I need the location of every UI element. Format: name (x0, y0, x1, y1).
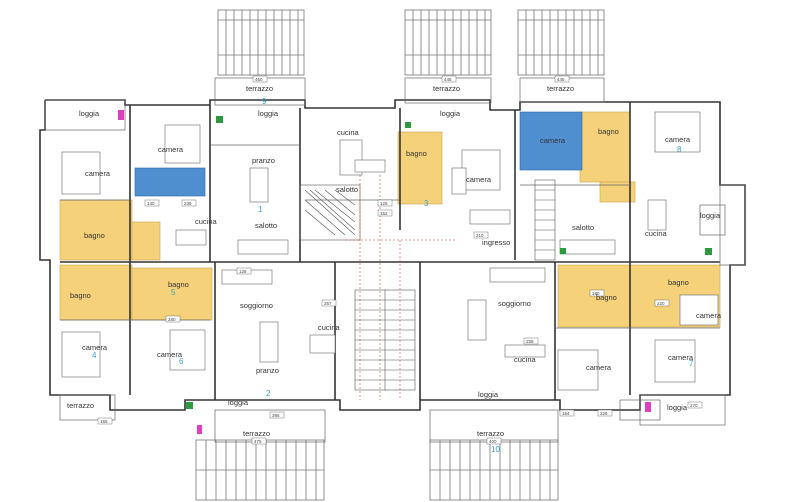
room-label-cucina: cucina (514, 355, 537, 364)
unit-number: 7 (689, 359, 694, 368)
room-labels: terrazzo terrazzo terrazzo terrazzo terr… (67, 84, 722, 438)
furniture (61, 111, 719, 391)
room-label-terrazzo: terrazzo (547, 84, 574, 93)
unit-number: 1 (258, 205, 263, 214)
dim-label: 225 (600, 411, 608, 416)
room-label-soggiorno: soggiorno (498, 299, 531, 308)
dim-label: 125 (380, 201, 388, 206)
room-label-cucina: cucina (195, 217, 218, 226)
room-label-camera: camera (82, 343, 108, 352)
room-label-camera: camera (696, 311, 722, 320)
room-label-loggia: loggia (79, 109, 100, 118)
unit-number: 10 (491, 445, 500, 454)
room-label-camera: camera (158, 145, 184, 154)
room-label-terrazzo: terrazzo (246, 84, 273, 93)
room-label-bagno: bagno (668, 278, 689, 287)
pergola-bottom-right (429, 439, 559, 501)
dim-label: 235 (184, 201, 192, 206)
dim-label: 475 (254, 439, 262, 444)
room-label-salotto: salotto (336, 185, 358, 194)
unit-number: 4 (92, 351, 97, 360)
unit-number: 5 (171, 288, 176, 297)
dimension-labels: 450 445 445 125 152 235 140 257 258 280 … (97, 75, 703, 445)
staircase-right (534, 179, 556, 261)
blue-zones (134, 111, 583, 197)
room-label-loggia: loggia (700, 211, 721, 220)
room-label-salotto: salotto (572, 223, 594, 232)
dim-label: 450 (255, 77, 263, 82)
dim-label: 258 (526, 339, 534, 344)
room-label-loggia: loggia (228, 398, 249, 407)
unit-number: 9 (262, 97, 267, 106)
room-label-cucina: cucina (645, 229, 668, 238)
dim-label: 395 (272, 413, 280, 418)
room-label-cucina: cucina (318, 323, 341, 332)
dim-label: 400 (489, 439, 497, 444)
room-label-camera: camera (668, 353, 694, 362)
pergola-top-right (517, 9, 605, 76)
room-label-loggia: loggia (440, 109, 461, 118)
room-label-salotto: salotto (255, 221, 277, 230)
room-label-ingresso: ingresso (482, 238, 510, 247)
unit-number: 6 (179, 357, 184, 366)
room-label-bagno: bagno (168, 280, 189, 289)
room-label-pranzo: pranzo (256, 366, 279, 375)
room-label-bagno: bagno (70, 291, 91, 300)
dim-label: 270 (690, 403, 698, 408)
unit-numbers: 1 2 3 4 5 6 7 8 9 10 (92, 97, 694, 454)
room-label-terrazzo: terrazzo (433, 84, 460, 93)
dim-label: 220 (657, 301, 665, 306)
room-label-terrazzo: terrazzo (243, 429, 270, 438)
room-label-terrazzo: terrazzo (477, 429, 504, 438)
pergola-top-mid (404, 9, 492, 76)
staircase-lower (354, 289, 416, 391)
unit-number: 8 (677, 145, 682, 154)
room-label-camera: camera (665, 135, 691, 144)
dim-label: 164 (562, 411, 570, 416)
dim-label: 140 (147, 201, 155, 206)
room-label-bagno: bagno (598, 127, 619, 136)
pergola-top-left (217, 9, 305, 76)
dim-label: 210 (476, 233, 484, 238)
pergola-bottom-left (195, 439, 325, 501)
dim-label: 445 (444, 77, 452, 82)
staircase-center (299, 184, 361, 241)
unit-number: 3 (424, 199, 429, 208)
room-label-soggiorno: soggiorno (240, 301, 273, 310)
room-label-cucina: cucina (337, 128, 360, 137)
room-label-camera: camera (540, 136, 566, 145)
room-label-bagno: bagno (84, 231, 105, 240)
dim-label: 280 (168, 317, 176, 322)
dim-label: 128 (239, 269, 247, 274)
dim-label: 155 (100, 419, 108, 424)
room-label-pranzo: pranzo (252, 156, 275, 165)
room-label-camera: camera (466, 175, 492, 184)
room-label-loggia: loggia (258, 109, 279, 118)
dim-label: 257 (324, 301, 332, 306)
room-label-terrazzo: terrazzo (67, 401, 94, 410)
dim-label: 445 (557, 77, 565, 82)
room-label-camera: camera (157, 350, 183, 359)
dim-label: 180 (592, 291, 600, 296)
room-label-camera: camera (85, 169, 111, 178)
room-label-bagno: bagno (406, 149, 427, 158)
room-label-loggia: loggia (478, 390, 499, 399)
room-label-loggia: loggia (667, 403, 688, 412)
unit-number: 2 (266, 389, 271, 398)
markers (118, 110, 712, 434)
room-label-camera: camera (586, 363, 612, 372)
dim-label: 152 (380, 211, 388, 216)
room-label-bagno: bagno (596, 293, 617, 302)
